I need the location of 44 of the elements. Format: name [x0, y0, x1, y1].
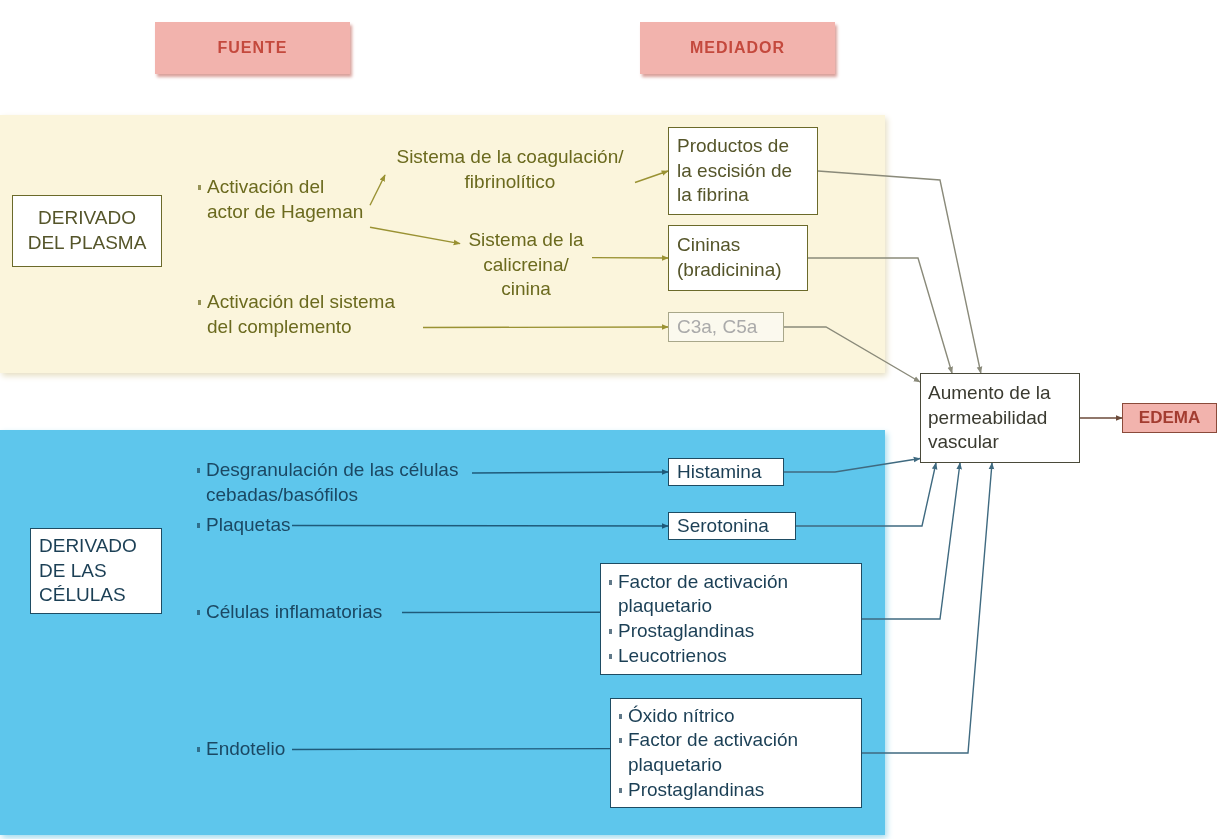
mediator-box: Productos de la escisión de la fibrina — [668, 127, 818, 215]
list-text: Desgranulación de las células cebadas/basófilos — [206, 458, 460, 507]
mediator-box: C3a, C5a — [668, 312, 784, 342]
list-text: Endotelio — [206, 737, 287, 761]
arrow — [783, 326, 921, 383]
arrow — [1079, 415, 1123, 421]
source-text: Sistema de la calicreina/ cinina — [460, 228, 592, 306]
list-text: Activación del actor de Hageman — [207, 175, 365, 224]
arrow — [369, 174, 386, 206]
list-text: Células inflamatorias — [206, 600, 384, 624]
arrow — [783, 456, 921, 473]
panel-background — [0, 115, 885, 373]
mediator-box: DERIVADO DEL PLASMA — [12, 195, 162, 267]
arrow — [634, 170, 669, 184]
mediator-box — [600, 563, 862, 675]
arrow — [817, 170, 983, 374]
source-text: Sistema de la coagulación/ fibrinolítico — [385, 145, 635, 195]
arrow — [471, 469, 669, 475]
header-band: FUENTE — [155, 22, 350, 74]
list-text: Factor de activación plaquetario — [628, 728, 800, 777]
list-text: Plaquetas — [206, 513, 292, 537]
arrow — [422, 324, 669, 330]
arrow — [291, 523, 669, 529]
effect-box: Aumento de la permeabilidad vascular — [920, 373, 1080, 463]
list-text: Óxido nítrico — [628, 703, 736, 728]
arrow — [861, 462, 995, 754]
arrow — [591, 255, 669, 261]
result-box: EDEMA — [1122, 403, 1217, 433]
header-band: MEDIADOR — [640, 22, 835, 74]
list-text: Prostaglandinas — [628, 777, 766, 802]
list-text: Activación del sistema del complemento — [207, 290, 396, 339]
mediator-box: DERIVADO DE LAS CÉLULAS — [30, 528, 162, 614]
list-text: Factor de activación plaquetario — [618, 569, 790, 619]
arrow — [807, 257, 953, 374]
mediator-box: Serotonina — [668, 512, 796, 540]
panel-background — [0, 430, 885, 835]
mediator-box — [610, 698, 862, 808]
arrow — [795, 462, 938, 527]
mediator-box: Cininas (bradicinina) — [668, 225, 808, 291]
list-text: Leucotrienos — [618, 643, 728, 668]
mediator-box: Histamina — [668, 458, 784, 486]
arrow — [861, 462, 962, 620]
arrow — [369, 226, 461, 246]
list-text: Prostaglandinas — [618, 619, 756, 643]
